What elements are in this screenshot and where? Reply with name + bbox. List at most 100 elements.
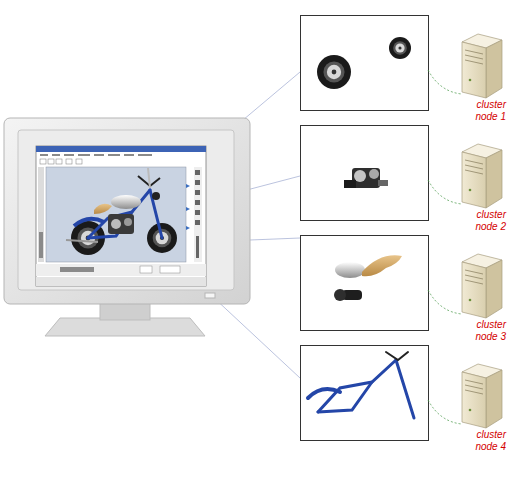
wheel-parts: [389, 37, 411, 59]
monitor: [100, 302, 150, 320]
server-icon: [465, 50, 483, 64]
network-links: [428, 70, 462, 424]
part-panels: [301, 126, 429, 221]
monitor: [45, 318, 205, 336]
tank-seat-parts: [334, 289, 346, 301]
monitor: [186, 184, 190, 230]
network-links: [428, 290, 462, 314]
server-icon: [486, 40, 502, 98]
monitor: [40, 159, 82, 164]
monitor: [60, 267, 94, 272]
monitor: [140, 266, 152, 273]
tank-seat-parts: [335, 262, 365, 278]
monitor: [195, 220, 200, 225]
motorcycle-model: [148, 168, 150, 188]
monitor: [186, 207, 190, 211]
network-links: [428, 400, 462, 424]
monitor: [195, 180, 200, 185]
frame-part: [318, 382, 372, 412]
motorcycle-model: [94, 204, 112, 214]
motorcycle-model: [152, 192, 160, 200]
motorcycle-model: [88, 190, 150, 238]
server-icon: [465, 55, 483, 59]
motorcycle-model: [108, 214, 134, 234]
server-icon: [462, 364, 502, 428]
server-icon: [462, 254, 502, 318]
engine-part: [344, 180, 356, 188]
monitor: [38, 167, 44, 262]
monitor: [195, 210, 200, 215]
monitor: [36, 146, 206, 286]
server-label: cluster node 3: [462, 319, 506, 343]
wheel-parts: [317, 55, 351, 89]
tank-seat-parts: [362, 255, 402, 276]
server-icon: [462, 34, 502, 98]
part-panels: [301, 16, 429, 111]
monitor: [66, 159, 72, 164]
motorcycle-model: [111, 195, 141, 209]
frame-part: [308, 389, 340, 398]
engine-part: [369, 169, 379, 179]
monitor: [94, 154, 104, 156]
server-label: cluster node 1: [462, 99, 506, 123]
server-icon: [462, 42, 486, 98]
monitor: [40, 154, 152, 156]
tank-seat-parts: [334, 255, 402, 301]
monitor: [195, 170, 200, 175]
server-label: cluster node 2: [462, 209, 506, 233]
monitor: [160, 266, 180, 273]
monitor: [195, 200, 200, 205]
engine-part: [344, 168, 388, 188]
motorcycle-model: [66, 240, 98, 242]
monitor: [78, 154, 90, 156]
engine-part: [378, 180, 388, 186]
monitor: [64, 154, 74, 156]
monitor: [194, 167, 202, 262]
monitor: [56, 159, 62, 164]
monitor: [195, 170, 200, 258]
server-icon: [469, 79, 472, 82]
network-links: [428, 70, 462, 94]
server-icon: [465, 60, 483, 64]
monitor: [186, 184, 190, 188]
monitor: [76, 159, 82, 164]
monitor: [40, 159, 46, 164]
monitor: [205, 293, 215, 298]
monitor: [48, 159, 54, 164]
frame-part: [318, 360, 396, 412]
motorcycle-model: [74, 219, 104, 226]
monitor: [196, 236, 199, 258]
monitor: [108, 154, 120, 156]
monitor: [4, 118, 250, 304]
monitor: [18, 130, 234, 290]
motorcycle-model: [150, 190, 162, 238]
monitor: [40, 154, 48, 156]
wheel-parts: [317, 37, 411, 89]
leader-lines: [212, 296, 300, 378]
part-panels: [301, 16, 429, 441]
monitor: [195, 190, 200, 195]
monitor: [138, 154, 152, 156]
monitor: [36, 277, 206, 286]
monitor: [36, 264, 206, 276]
network-links: [428, 180, 462, 204]
part-panels: [301, 236, 429, 331]
server-icon: [462, 144, 502, 208]
monitor: [36, 146, 206, 152]
server-label: cluster node 4: [462, 429, 506, 453]
frame-part: [386, 352, 408, 360]
monitor: [186, 226, 190, 230]
server-icon: [465, 50, 483, 54]
engine-part: [352, 168, 380, 188]
motorcycle-model: [124, 218, 132, 226]
part-panels: [301, 346, 429, 441]
frame-part: [308, 352, 414, 418]
motorcycle-model: [66, 168, 177, 255]
monitor: [124, 154, 134, 156]
motorcycle-model: [88, 190, 162, 238]
monitor: [4, 118, 250, 336]
monitor: [52, 154, 60, 156]
monitor: [46, 167, 186, 262]
